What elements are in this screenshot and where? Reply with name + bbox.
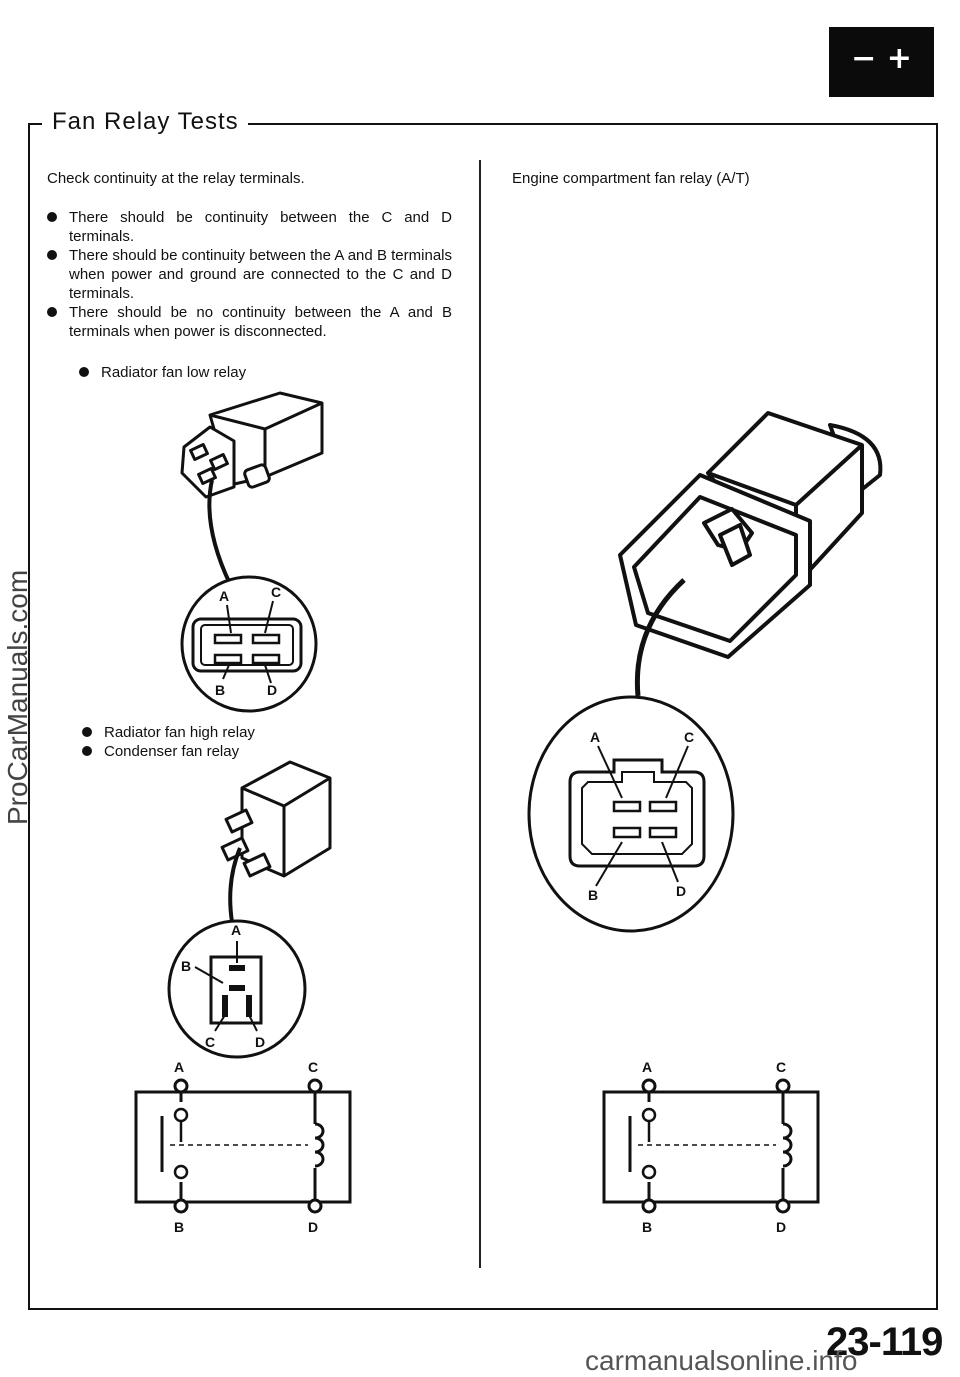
bullet-item: There should be continuity between the A… bbox=[47, 246, 452, 303]
low-relay-label: Radiator fan low relay bbox=[79, 363, 246, 382]
right-relay-illustration bbox=[618, 411, 883, 659]
terminal-label-b: B bbox=[174, 1219, 184, 1235]
bullet-list: There should be continuity between the C… bbox=[47, 208, 452, 341]
terminal-label-b: B bbox=[588, 887, 598, 903]
left-circuit-schematic: A C B D bbox=[134, 1059, 352, 1235]
low-relay-terminal-view: A C B D bbox=[180, 575, 318, 713]
right-caption: Engine compartment fan relay (A/T) bbox=[512, 170, 750, 187]
battery-icon: − + bbox=[829, 27, 934, 97]
low-relay-pointer-line bbox=[207, 479, 232, 585]
terminal-label-c: C bbox=[308, 1059, 318, 1075]
battery-symbol: − + bbox=[851, 41, 912, 76]
terminal-label-c: C bbox=[684, 729, 694, 745]
terminal-label-a: A bbox=[219, 588, 229, 604]
terminal-label-c: C bbox=[776, 1059, 786, 1075]
terminal-label-c: C bbox=[271, 584, 281, 600]
terminal-label-d: D bbox=[255, 1034, 265, 1050]
right-relay-terminal-view: A C B D bbox=[527, 695, 735, 933]
high-relay-label: Radiator fan high relay bbox=[82, 723, 255, 742]
terminal-label-d: D bbox=[776, 1219, 786, 1235]
terminal-label-c: C bbox=[205, 1034, 215, 1050]
terminal-label-b: B bbox=[642, 1219, 652, 1235]
terminal-label-d: D bbox=[676, 883, 686, 899]
condenser-relay-label: Condenser fan relay bbox=[82, 742, 239, 761]
terminal-label-a: A bbox=[231, 922, 241, 938]
bottom-watermark: carmanualsonline.info bbox=[585, 1345, 858, 1376]
bullet-item: There should be no continuity between th… bbox=[47, 303, 452, 341]
column-divider bbox=[479, 160, 481, 1268]
terminal-label-a: A bbox=[174, 1059, 184, 1075]
page-number: 23-119 bbox=[826, 1320, 943, 1364]
intro-text: Check continuity at the relay terminals. bbox=[47, 170, 305, 187]
high-relay-terminal-view: A B C D bbox=[167, 919, 307, 1059]
terminal-label-b: B bbox=[181, 958, 191, 974]
right-relay-pointer-line bbox=[634, 578, 686, 697]
bullet-item: There should be continuity between the C… bbox=[47, 208, 452, 246]
right-circuit-schematic: A C B D bbox=[602, 1059, 820, 1235]
side-watermark: ProCarManuals.com bbox=[2, 569, 33, 825]
low-relay-illustration bbox=[180, 391, 324, 499]
frame-top-line-left bbox=[28, 123, 42, 125]
frame-top-line-right bbox=[248, 123, 936, 125]
page-title: Fan Relay Tests bbox=[52, 108, 239, 135]
terminal-label-a: A bbox=[590, 729, 600, 745]
high-relay-illustration bbox=[220, 760, 332, 878]
high-relay-pointer-line bbox=[228, 847, 242, 923]
page-frame bbox=[28, 123, 938, 1310]
terminal-label-d: D bbox=[308, 1219, 318, 1235]
terminal-label-d: D bbox=[267, 682, 277, 698]
terminal-label-a: A bbox=[642, 1059, 652, 1075]
terminal-label-b: B bbox=[215, 682, 225, 698]
